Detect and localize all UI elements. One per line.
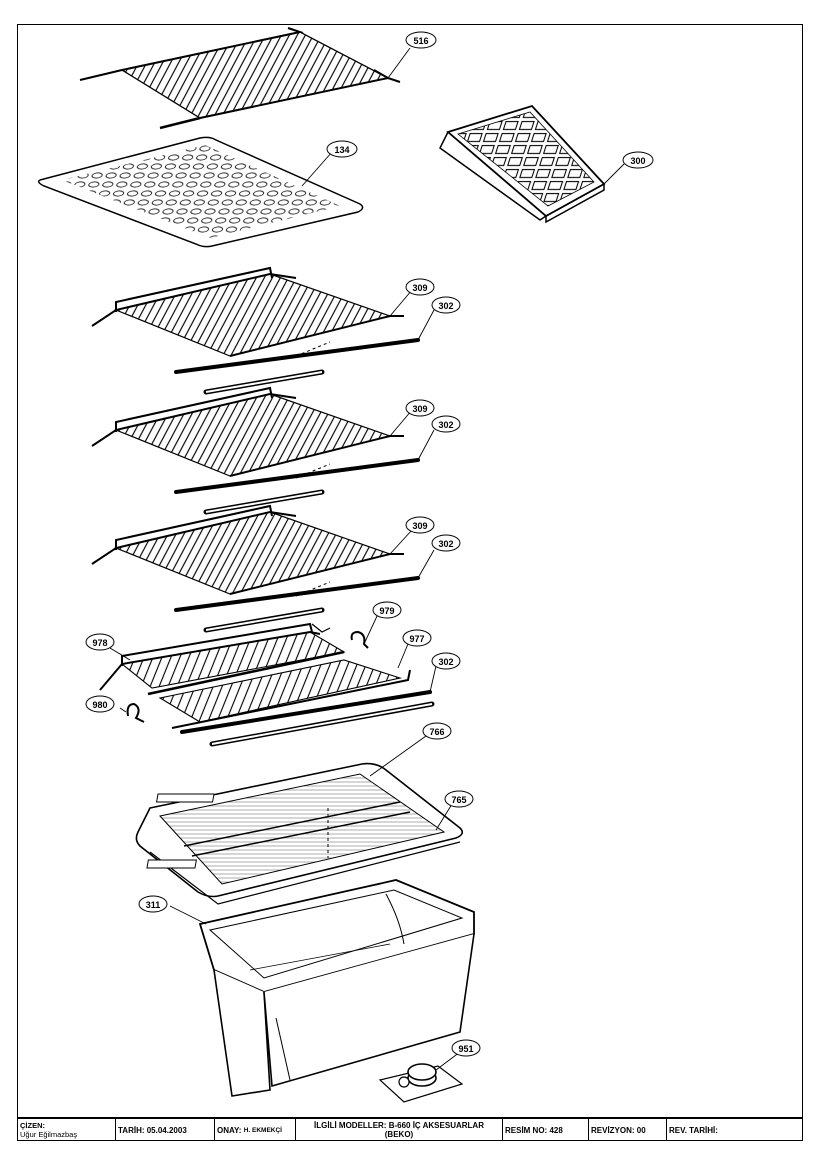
callout-516: 516 [405, 31, 437, 49]
svg-text:302: 302 [438, 301, 453, 311]
drawn-by-name: Uğur Eğilmazbaş [20, 1130, 78, 1139]
part-980-clip [126, 702, 145, 723]
drawing-frame [17, 24, 803, 1118]
svg-text:309: 309 [412, 283, 427, 293]
title-block-approval: ONAY: H. EKMEKÇİ [215, 1119, 296, 1140]
svg-text:300: 300 [630, 156, 645, 166]
callout-977: 977 [402, 629, 432, 647]
svg-text:302: 302 [438, 420, 453, 430]
svg-text:765: 765 [451, 795, 466, 805]
callout-980: 980 [85, 695, 115, 713]
svg-text:979: 979 [379, 606, 394, 616]
callout-302-2: 302 [431, 415, 461, 433]
title-block-revision: REVİZYON: 00 [589, 1119, 667, 1140]
models-line-2: (BEKO) [384, 1130, 414, 1139]
svg-text:516: 516 [413, 36, 428, 46]
svg-text:980: 980 [92, 700, 107, 710]
title-block-drawn-by: ÇİZEN: Uğur Eğilmazbaş [18, 1119, 116, 1140]
title-block: ÇİZEN: Uğur Eğilmazbaş TARİH: 05.04.2003… [17, 1118, 803, 1141]
part-311-crisper-drawer [198, 879, 475, 1097]
svg-text:977: 977 [409, 634, 424, 644]
part-951-knob [378, 1063, 464, 1103]
part-134-perforated-plate [37, 136, 364, 248]
svg-text:978: 978 [92, 638, 107, 648]
callout-765: 765 [444, 790, 474, 808]
callout-134: 134 [326, 140, 358, 158]
models-line-1: İLGİLİ MODELLER: B-660 İÇ AKSESUARLAR [314, 1121, 484, 1130]
approval-label: ONAY: [217, 1126, 242, 1135]
title-block-date: TARİH: 05.04.2003 [116, 1119, 215, 1140]
callout-766: 766 [422, 722, 452, 740]
callout-311: 311 [138, 895, 168, 913]
svg-text:766: 766 [429, 727, 444, 737]
callout-leaders [109, 47, 625, 1071]
svg-text:311: 311 [146, 900, 161, 910]
callout-309-3: 309 [405, 516, 435, 534]
part-300-ice-tray [439, 104, 606, 224]
callout-302-3: 302 [431, 534, 461, 552]
svg-text:302: 302 [438, 657, 453, 667]
title-block-models: İLGİLİ MODELLER: B-660 İÇ AKSESUARLAR (B… [296, 1119, 503, 1140]
title-block-revision-date: REV. TARİHİ: [669, 1126, 718, 1135]
svg-text:309: 309 [412, 404, 427, 414]
svg-text:951: 951 [458, 1044, 473, 1054]
svg-text:134: 134 [334, 145, 349, 155]
part-977-978-split-shelf [99, 622, 435, 747]
callout-979: 979 [372, 601, 402, 619]
callout-300: 300 [622, 151, 654, 169]
callout-951: 951 [451, 1039, 481, 1057]
part-309-shelf-1 [91, 266, 420, 395]
part-516-wire-shelf [79, 27, 401, 130]
callout-309-2: 309 [405, 399, 435, 417]
callout-309-1: 309 [405, 278, 435, 296]
callout-978: 978 [85, 633, 115, 651]
callout-302-4: 302 [431, 652, 461, 670]
svg-text:309: 309 [412, 521, 427, 531]
drawn-by-label: ÇİZEN: [20, 1121, 45, 1130]
callout-302-1: 302 [431, 296, 461, 314]
approval-name: H. EKMEKÇİ [243, 1127, 282, 1134]
svg-text:302: 302 [438, 539, 453, 549]
part-309-shelf-3 [91, 504, 420, 633]
part-765-crisper-cover [135, 762, 464, 905]
title-block-drawing-number: RESİM NO: 428 [503, 1119, 589, 1140]
part-979-clip [350, 630, 369, 649]
